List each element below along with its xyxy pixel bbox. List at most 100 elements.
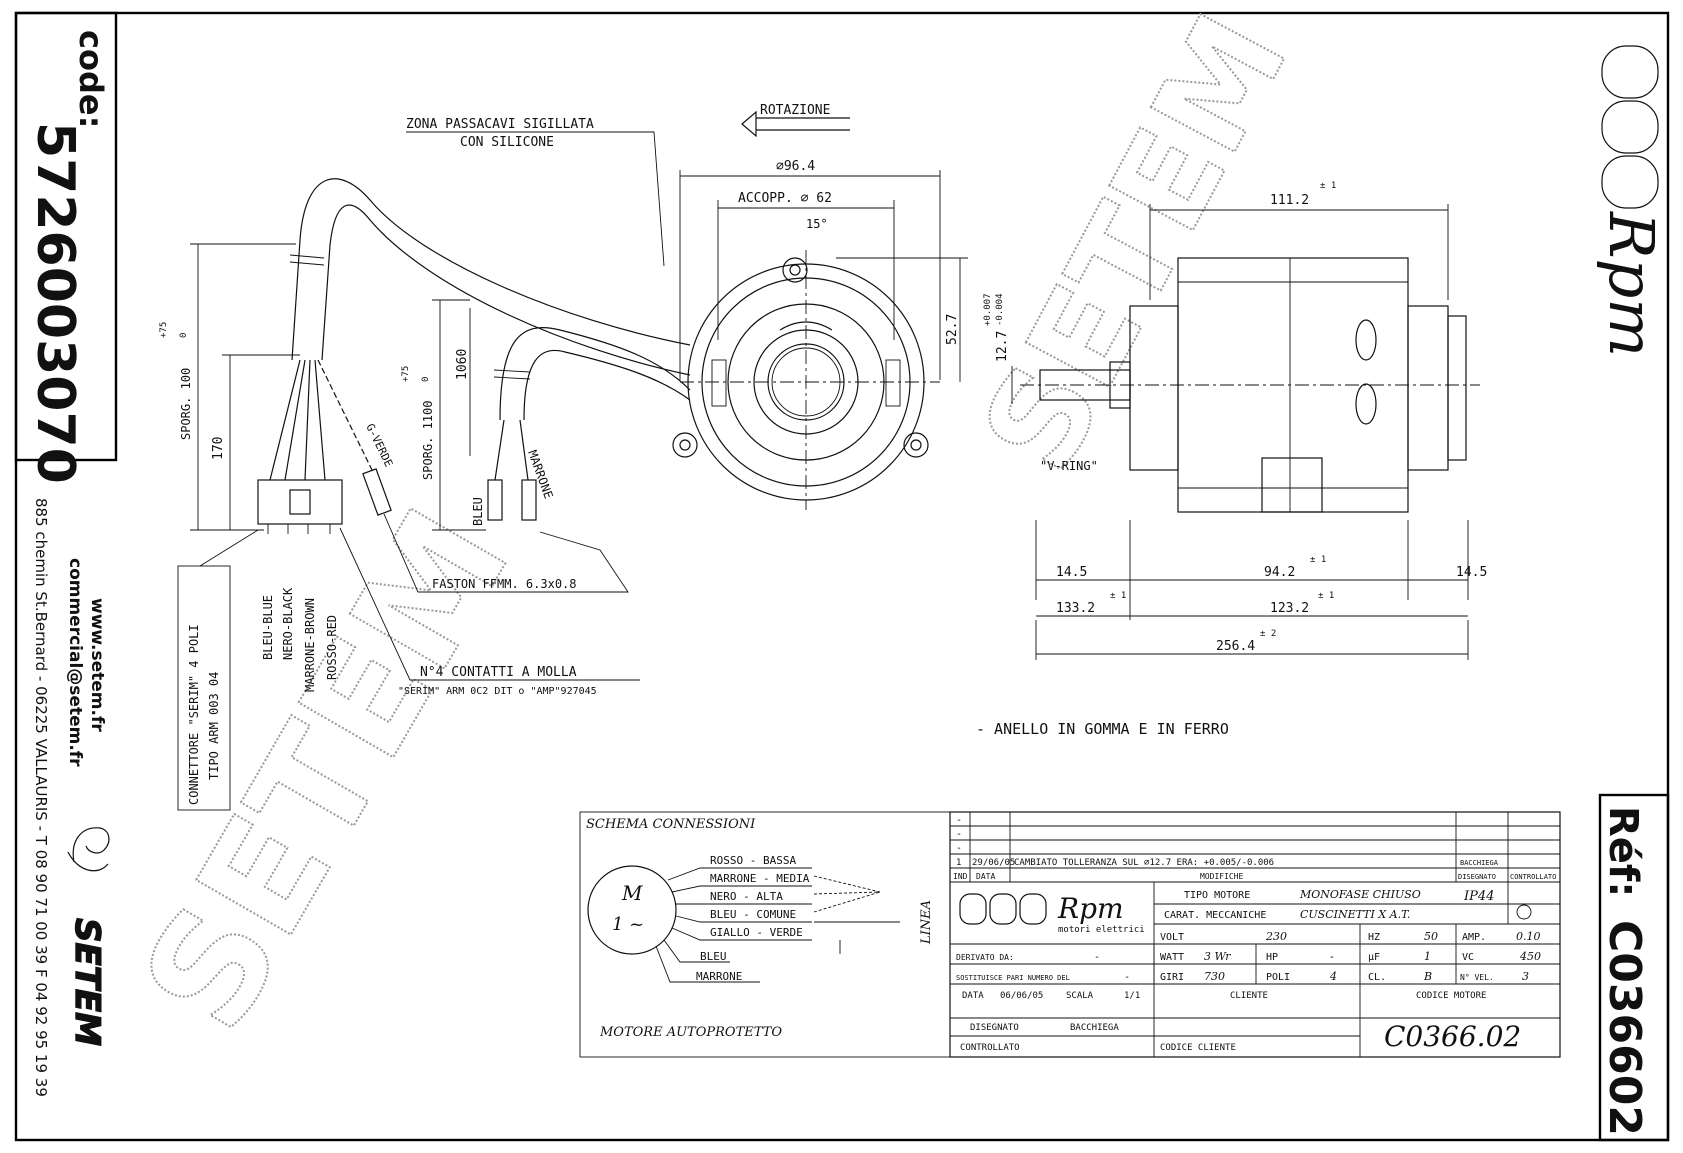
cable-zone-label-2: CON SILICONE	[460, 135, 554, 150]
dim-94-tol: ± 1	[1310, 555, 1326, 565]
watermark-setem-large: SETEM	[110, 482, 543, 1058]
side-dimensions: 111.2 ± 1 12.7 +0.007 -0.004 14.5 94.2 ±…	[976, 181, 1487, 738]
tb-sostituisce-dash: -	[1124, 972, 1130, 983]
schema-line-1: ROSSO - BASSA	[710, 854, 796, 867]
tb-hz: 50	[1424, 930, 1438, 943]
tb-codice-motore-label: CODICE MOTORE	[1416, 991, 1486, 1001]
sheet-border	[14, 11, 1670, 1142]
dim-123-tol: ± 1	[1318, 591, 1334, 601]
schema-title: SCHEMA CONNESSIONI	[586, 817, 756, 832]
tb-data: 06/06/05	[1000, 991, 1043, 1001]
contacts-callout-sub: "SERIM" ARM 0C2 DIT o "AMP"927045	[398, 686, 597, 697]
tb-scala: 1/1	[1124, 991, 1140, 1001]
schema-motor-m: M	[621, 881, 643, 905]
dim-133-tol: ± 1	[1110, 591, 1126, 601]
dim-111: 111.2	[1270, 193, 1309, 208]
schema-line-2: MARRONE - MEDIA	[710, 872, 810, 885]
dim-12-7-tol-up: +0.007	[983, 293, 993, 326]
tb-projection-symbol	[1516, 904, 1532, 920]
tb-derivato-dash: -	[1094, 952, 1100, 963]
rev-dash-1: -	[956, 815, 962, 826]
tb-logo-text: Rpm	[1057, 892, 1124, 925]
contacts-callout: N°4 CONTATTI A MOLLA	[420, 665, 577, 680]
tb-ip: IP44	[1463, 889, 1494, 904]
setem-brand: SETEM	[67, 918, 107, 1046]
dim-accopp: ACCOPP. ⌀ 62	[738, 191, 832, 206]
schema-line-7: MARRONE	[696, 970, 742, 983]
wire-label-red: ROSSO-RED	[325, 615, 339, 680]
tb-watt: 3 Wr	[1204, 950, 1231, 963]
dim-133: 133.2	[1056, 601, 1095, 616]
rev-date: 29/06/05	[972, 858, 1015, 868]
faston-callout: FASTON FFMM. 6.3x0.8	[432, 577, 577, 591]
tb-uf: 1	[1424, 950, 1431, 963]
faston-bleu	[487, 479, 503, 521]
serim-connector	[257, 479, 343, 525]
tb-tipo-value: MONOFASE CHIUSO	[1299, 888, 1421, 901]
dim-sporg100-zero: 0	[179, 333, 189, 338]
tb-poli: 4	[1329, 970, 1337, 983]
ref-label: Réf:	[1600, 806, 1646, 897]
rev-h-mod: MODIFICHE	[1200, 872, 1244, 881]
code-number: 5726003070	[25, 122, 85, 484]
tb-vel-label: N° VEL.	[1460, 973, 1494, 982]
dim-angle: 15°	[806, 217, 828, 231]
tb-vc: 450	[1519, 950, 1541, 963]
tb-amp-label: AMP.	[1462, 932, 1486, 943]
dim-12-7-tol-dn: -0.004	[995, 293, 1005, 326]
dim-170: 170	[211, 437, 226, 460]
rev-dash-3: -	[956, 843, 962, 854]
dim-sporg100: SPORG. 100	[179, 368, 193, 440]
tb-volt-label: VOLT	[1160, 932, 1184, 943]
wire-label-blue: BLEU-BLUE	[261, 595, 275, 660]
schema-autoprot: MOTORE AUTOPROTETTO	[599, 1025, 782, 1040]
ref-box: Réf: C036602	[1598, 793, 1670, 1142]
wire-label-bleu: BLEU	[471, 497, 485, 526]
dim-sporg1100: SPORG. 1100	[421, 401, 435, 480]
faston-green	[362, 468, 392, 516]
tb-scala-label: SCALA	[1066, 991, 1094, 1001]
tb-codice-motore: C0366.02	[1384, 1020, 1521, 1053]
rev-h-check: CONTROLLATO	[1510, 873, 1556, 881]
code-box: code: 5726003070	[14, 11, 118, 484]
watermark-setem-right: SETEM	[953, 0, 1317, 495]
dim-d96: ⌀96.4	[776, 159, 815, 174]
rpm-logo-text: Rpm	[1595, 211, 1668, 357]
tb-derivato: DERIVATO DA:	[956, 953, 1014, 962]
tb-disegnato-by: BACCHIEGA	[1070, 1023, 1119, 1033]
tb-cl-label: CL.	[1368, 972, 1386, 983]
schema-line-3: NERO - ALTA	[710, 890, 783, 903]
tb-cliente: CLIENTE	[1230, 991, 1268, 1001]
tb-hp-label: HP	[1266, 952, 1278, 963]
tb-carat-value: CUSCINETTI X A.T.	[1300, 908, 1410, 921]
tb-data-label: DATA	[962, 991, 984, 1001]
tb-poli-label: POLI	[1266, 972, 1290, 983]
company-email: commercial@setem.fr	[65, 558, 85, 767]
tb-watt-label: WATT	[1160, 952, 1184, 963]
wire-label-black: NERO-BLACK	[281, 587, 295, 660]
wire-label-brown: MARRONE-BROWN	[303, 598, 317, 692]
company-website: www.setem.fr	[87, 598, 107, 732]
connector-callout-1: CONNETTORE "SERIM" 4 POLI	[187, 624, 201, 805]
dim-sporg1100-zero: 0	[421, 377, 431, 382]
dim-sporg1100-tol: +75	[401, 366, 411, 382]
tb-controllato: CONTROLLATO	[960, 1043, 1020, 1053]
tb-logo-sub: motori elettrici	[1058, 925, 1145, 935]
wire-label-marrone: MARRONE	[525, 448, 555, 500]
tb-sostituisce: SOSTITUISCE PARI NUMERO DEL	[956, 974, 1070, 982]
front-dimensions: ⌀96.4 ACCOPP. ⌀ 62 15° 52.7 ROTAZIONE ZO…	[406, 103, 968, 382]
dim-123: 123.2	[1270, 601, 1309, 616]
tb-tipo-label: TIPO MOTORE	[1184, 890, 1250, 901]
faston-marrone	[521, 479, 537, 521]
schema-line-6: BLEU	[700, 950, 727, 963]
tb-hz-label: HZ	[1368, 932, 1380, 943]
connector-callout-box	[177, 565, 231, 811]
dim-94: 94.2	[1264, 565, 1295, 580]
tb-disegnato: DISEGNATO	[970, 1023, 1019, 1033]
setem-bird-logo	[67, 827, 110, 872]
schema-line-5: GIALLO - VERDE	[710, 926, 803, 939]
dim-256-tol: ± 2	[1260, 629, 1276, 639]
dim-52: 52.7	[945, 314, 960, 345]
